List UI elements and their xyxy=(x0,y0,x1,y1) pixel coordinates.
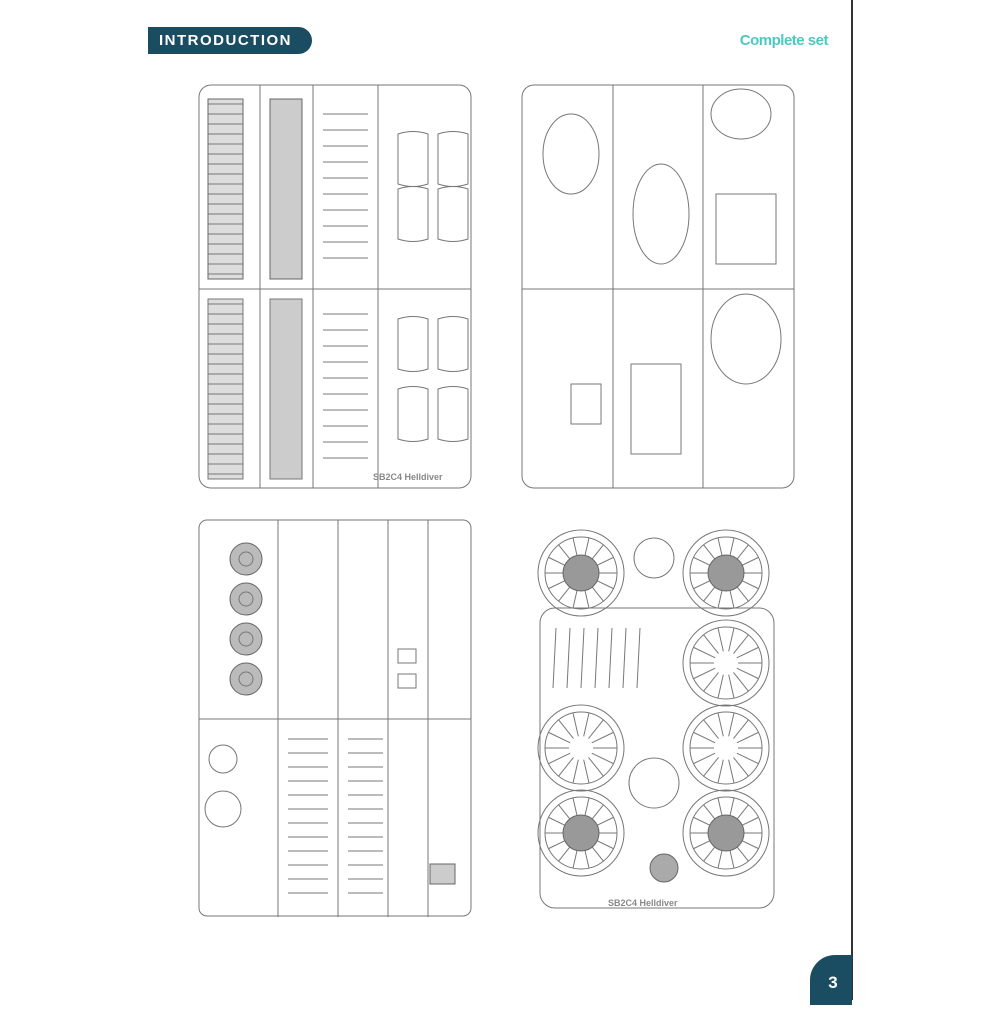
page-edge xyxy=(851,0,853,1000)
sprue-c-drawing xyxy=(198,519,472,917)
sprue-d-label: SB2C4 Helldiver xyxy=(608,898,678,908)
sprue-a-drawing: SB2C4 Helldiver xyxy=(198,84,472,489)
page-subtitle: Complete set xyxy=(739,32,829,49)
sprue-a-label: SB2C4 Helldiver xyxy=(373,472,443,482)
sprue-d-drawing: SB2C4 Helldiver xyxy=(537,529,775,909)
sprue-b-drawing xyxy=(521,84,795,489)
section-title-badge: INTRODUCTION xyxy=(148,27,312,54)
page-number: 3 xyxy=(810,955,852,1005)
